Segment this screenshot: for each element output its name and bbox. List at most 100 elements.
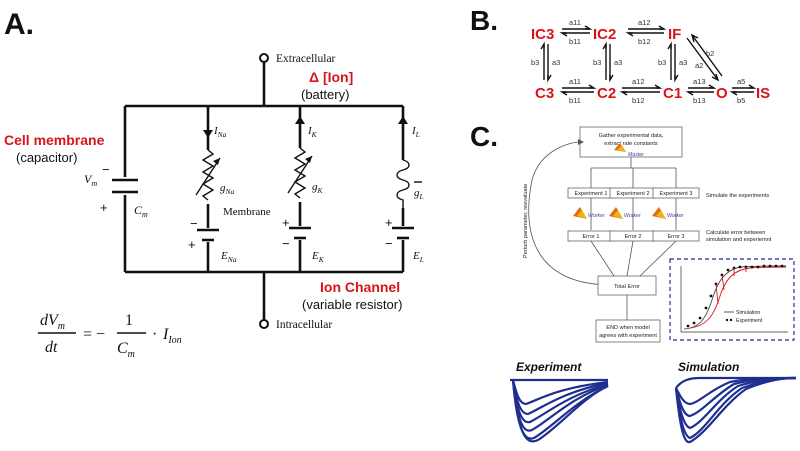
vm-label: Vm [84,172,97,188]
k-plus: + [282,215,290,230]
i-l-label: IL [411,125,420,139]
rate-a2: a2 [695,61,703,70]
delta-ion-label: Δ [Ion] [309,69,353,85]
e-l-label: EL [412,250,424,264]
end-line-2: agrees with experiment [599,333,657,339]
panel-c-label: C. [470,121,498,152]
perturb-label: Perturb parameter, reevaluate [523,184,529,258]
rate-a11-bottom: a11 [569,77,581,86]
end-box [595,319,661,343]
rate-b12-bottom: b12 [632,96,645,105]
eq-one: 1 [125,312,133,329]
rate-b3-mid: b3 [593,58,601,67]
state-c3: C3 [535,85,554,102]
error-3-label: Error 3 [667,234,684,240]
total-error-box [597,275,657,296]
rate-b11-top: b11 [569,37,581,46]
rate-a12-top: a12 [638,18,651,27]
e-na-label: ENa [220,250,237,264]
na-branch [195,116,221,242]
error-3-box [652,230,700,242]
l-branch [392,116,414,240]
experiment-1-label: Experiment 1 [575,191,608,197]
worker-3-label: Worker [667,213,684,219]
eq-denominator: dt [45,339,58,356]
membrane-label: Membrane [223,206,271,218]
end-line-1: END when model [606,325,650,331]
capacitor-label: (capacitor) [16,150,77,165]
calc-error-line-2: simulation and experiemnt [706,237,772,243]
worker-icon-2 [609,207,623,219]
rate-b2: b2 [706,49,714,58]
total-error-label: Total Error [614,284,640,290]
na-minus: − [190,216,198,231]
optimization-flowchart: Gather experimental data, extract rate c… [523,126,795,343]
simulate-label: Simulate the experiments [706,193,769,199]
inset-legend-simulation: Simulation [736,310,760,316]
extracellular-label: Extracellular [276,53,336,65]
experiment-traces [510,378,609,443]
state-o: O [716,85,728,102]
cm-label: Cm [134,203,148,219]
k-branch [287,116,313,240]
simulation-traces [674,376,797,444]
i-na-label: INa [213,125,227,139]
g-k-label: gK [312,181,324,195]
rate-a13: a13 [693,77,706,86]
fit-inset-box [669,258,795,341]
state-c2: C2 [597,85,616,102]
state-ic3: IC3 [531,26,554,43]
markov-model: IC3 IC2 IF C3 C2 C1 O IS [531,18,770,105]
rate-b12-top: b12 [638,37,651,46]
rate-a3-left: a3 [552,58,560,67]
experiment-3-label: Experiment 3 [660,191,693,197]
experiment-3-box [652,187,700,199]
panel-b-label: B. [470,5,498,36]
cell-membrane-label: Cell membrane [4,132,105,148]
experiment-2-label: Experiment 2 [617,191,650,197]
l-plus: + [385,215,393,230]
panel-a-label: A. [4,8,34,41]
worker-icon-3 [652,207,666,219]
gather-line-2: extract rate constants [604,141,658,147]
vm-minus: − [102,162,110,177]
fit-inset-plot: Simulation Experiment [680,264,788,333]
e-k-label: EK [311,250,325,264]
state-c1: C1 [663,85,682,102]
state-if: IF [668,26,681,43]
worker-1-label: Worker [588,213,605,219]
extracellular-terminal [259,53,269,63]
calc-error-line-1: Calculate error between [706,230,765,236]
worker-icon-1 [573,207,587,219]
k-minus: − [282,236,290,251]
state-ic2: IC2 [593,26,616,43]
eq-numerator: dVm [40,312,65,332]
simulation-title: Simulation [678,360,739,374]
ion-channel-label: Ion Channel [320,279,400,295]
variable-resistor-label: (variable resistor) [302,297,402,312]
rate-b13: b13 [693,96,706,105]
intracellular-terminal [259,319,269,329]
g-na-label: gNa [220,182,235,196]
state-is: IS [756,85,770,102]
membrane-capacitor [110,177,140,195]
rate-a3-right: a3 [679,58,687,67]
intracellular-label: Intracellular [276,319,332,331]
rate-b11-bottom: b11 [569,96,581,105]
rate-a3-mid: a3 [614,58,622,67]
inset-legend-experiment: Experiment [736,318,763,324]
l-minus: − [385,236,393,251]
gather-box [579,126,683,158]
membrane-equation: dVm dt = − 1 Cm · IIon [38,312,182,360]
experiment-title: Experiment [516,360,582,374]
eq-equals: = − [83,326,105,343]
battery-label: (battery) [301,87,349,102]
i-k-label: IK [307,125,318,139]
na-plus: + [188,237,196,252]
rate-a11-top: a11 [569,18,581,27]
rate-a12-bottom: a12 [632,77,645,86]
rate-a5: a5 [737,77,745,86]
master-label: Master [628,152,644,158]
eq-i-ion: IIon [162,326,182,346]
